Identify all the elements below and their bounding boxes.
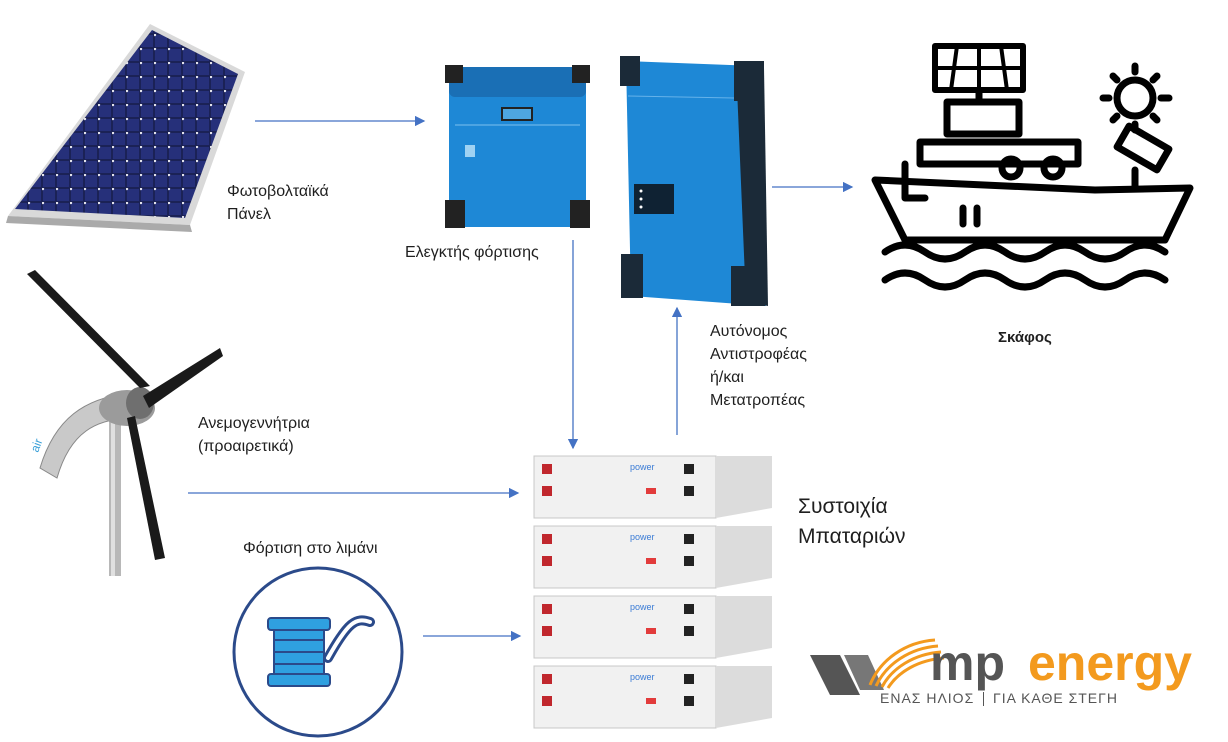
boat-icon xyxy=(871,43,1194,291)
logo-tagline: ΕΝΑΣ ΗΛΙΟΣ ΓΙΑ ΚΑΘΕ ΣΤΕΓΗ xyxy=(880,690,1118,707)
vessel-label: Σκάφος xyxy=(998,329,1052,346)
wind-brand-text: air xyxy=(28,437,46,454)
battery-label: Συστοιχία Μπαταριών xyxy=(798,495,906,548)
controller-label: Ελεγκτής φόρτισης xyxy=(405,244,539,261)
logo-mark-icon xyxy=(810,638,945,695)
battery-stack-image: power power power power xyxy=(533,455,772,729)
wind-label: Ανεμογεννήτρια (προαιρετικά) xyxy=(198,415,310,455)
svg-text:power: power xyxy=(630,532,655,542)
svg-text:power: power xyxy=(630,602,655,612)
battery-module: power xyxy=(533,525,772,589)
shore-label: Φόρτιση στο λιμάνι xyxy=(243,540,378,557)
battery-module: power xyxy=(533,595,772,659)
inverter-image xyxy=(620,56,768,306)
wind-turbine-image: air xyxy=(27,270,223,576)
solar-panel-image xyxy=(6,24,245,232)
logo-energy-text: energy xyxy=(1028,635,1192,691)
battery-module: power xyxy=(533,455,772,519)
shore-power-icon xyxy=(232,566,404,738)
pv-label: Φωτοβολταϊκά Πάνελ xyxy=(227,183,329,223)
inverter-label: Αυτόνομος Αντιστροφέας ή/και Μετατροπέας xyxy=(710,323,807,409)
svg-text:power: power xyxy=(630,672,655,682)
company-logo: mp energy ΕΝΑΣ ΗΛΙΟΣ ΓΙΑ ΚΑΘΕ ΣΤΕΓΗ xyxy=(810,630,1220,730)
charge-controller-image xyxy=(445,65,590,228)
logo-mp-text: mp xyxy=(930,635,1005,691)
battery-module: power xyxy=(533,665,772,729)
svg-text:power: power xyxy=(630,462,655,472)
